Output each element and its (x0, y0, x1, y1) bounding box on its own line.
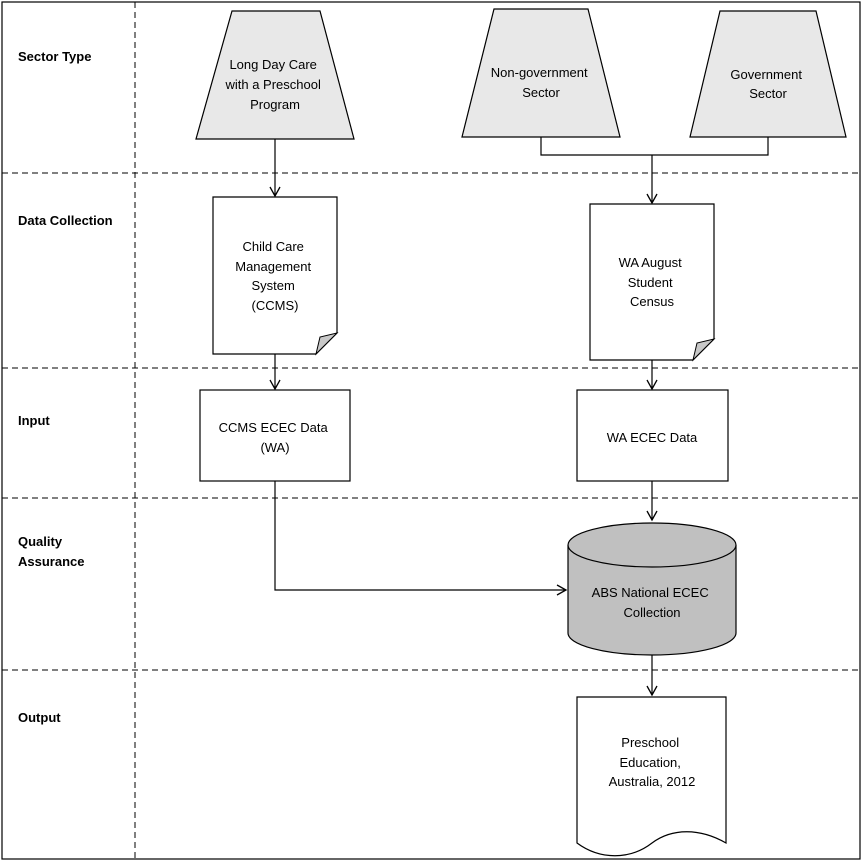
preschool-line-3: Australia, 2012 (609, 774, 696, 789)
non-government-shape (461, 8, 621, 138)
lane-label-output: Output (18, 710, 61, 725)
wa-census-label: WA August Student Census (619, 255, 686, 309)
wa-ecec-shape (576, 389, 729, 482)
wa-census-folded-corner (692, 338, 716, 362)
non-government-label: Non-government Sector (491, 65, 591, 100)
ccms-line-4: (CCMS) (252, 298, 299, 313)
long-day-care-line-1: Long Day Care (229, 57, 316, 72)
ccms-document-shape (212, 196, 338, 355)
preschool-line-2: Education, (619, 755, 680, 770)
abs-national-label: ABS National ECEC Collection (592, 585, 713, 620)
lane-label-sector-type: Sector Type (18, 49, 91, 64)
abs-cylinder-top (567, 522, 737, 568)
wa-census-line-1: WA August (619, 255, 682, 270)
non-government-line-2: Sector (522, 85, 560, 100)
long-day-care-label: Long Day Care with a Preschool Program (224, 57, 324, 112)
edge-sectors-join (540, 137, 769, 156)
lane-label-input: Input (18, 413, 50, 428)
wa-census-line-2: Student (628, 275, 673, 290)
wa-ecec-line-1: WA ECEC Data (607, 430, 698, 445)
ccms-line-1: Child Care (242, 239, 303, 254)
non-government-line-1: Non-government (491, 65, 588, 80)
government-label: Government Sector (730, 67, 805, 101)
node-long-day-care: Long Day Care with a Preschool Program (195, 10, 355, 140)
preschool-document-shape (576, 696, 727, 857)
government-shape (689, 10, 847, 138)
lane-label-quality-assurance: Quality Assurance (18, 534, 84, 569)
node-government-sector: Government Sector (689, 10, 847, 138)
node-preschool-education-document: Preschool Education, Australia, 2012 (576, 696, 727, 857)
preschool-line-1: Preschool (621, 735, 679, 750)
ccms-ecec-line-2: (WA) (260, 440, 289, 455)
node-wa-ecec-data: WA ECEC Data (576, 389, 729, 482)
edge-ccms-ecec-to-abs (274, 481, 568, 596)
ccms-ecec-label: CCMS ECEC Data (WA) (219, 420, 332, 455)
connectors (269, 137, 769, 697)
node-abs-national-database: ABS National ECEC Collection (567, 522, 737, 656)
government-line-1: Government (730, 67, 802, 82)
ccms-line-3: System (252, 278, 295, 293)
node-non-government-sector: Non-government Sector (461, 8, 621, 138)
lane-label-data-collection: Data Collection (18, 213, 113, 228)
ccms-ecec-shape (199, 389, 351, 482)
long-day-care-line-2: with a Preschool (224, 77, 320, 92)
node-ccms-ecec-data: CCMS ECEC Data (WA) (199, 389, 351, 482)
ccms-line-2: Management (235, 259, 311, 274)
long-day-care-shape (195, 10, 355, 140)
preschool-label: Preschool Education, Australia, 2012 (609, 735, 696, 789)
government-line-2: Sector (749, 86, 787, 101)
wa-census-line-3: Census (630, 294, 675, 309)
abs-cylinder-body (567, 545, 737, 656)
long-day-care-line-3: Program (250, 97, 300, 112)
lane-label-quality-assurance-line-1: Quality (18, 534, 63, 549)
abs-national-line-1: ABS National ECEC (592, 585, 709, 600)
ccms-label: Child Care Management System (CCMS) (235, 239, 315, 313)
lane-label-quality-assurance-line-2: Assurance (18, 554, 84, 569)
node-ccms-document: Child Care Management System (CCMS) (212, 196, 339, 356)
lane-labels: Sector Type Data Collection Input Qualit… (18, 49, 113, 725)
wa-ecec-label: WA ECEC Data (607, 430, 698, 445)
ccms-folded-corner (315, 332, 339, 356)
ccms-ecec-line-1: CCMS ECEC Data (219, 420, 329, 435)
abs-national-line-2: Collection (623, 605, 680, 620)
node-wa-census-document: WA August Student Census (589, 203, 716, 362)
